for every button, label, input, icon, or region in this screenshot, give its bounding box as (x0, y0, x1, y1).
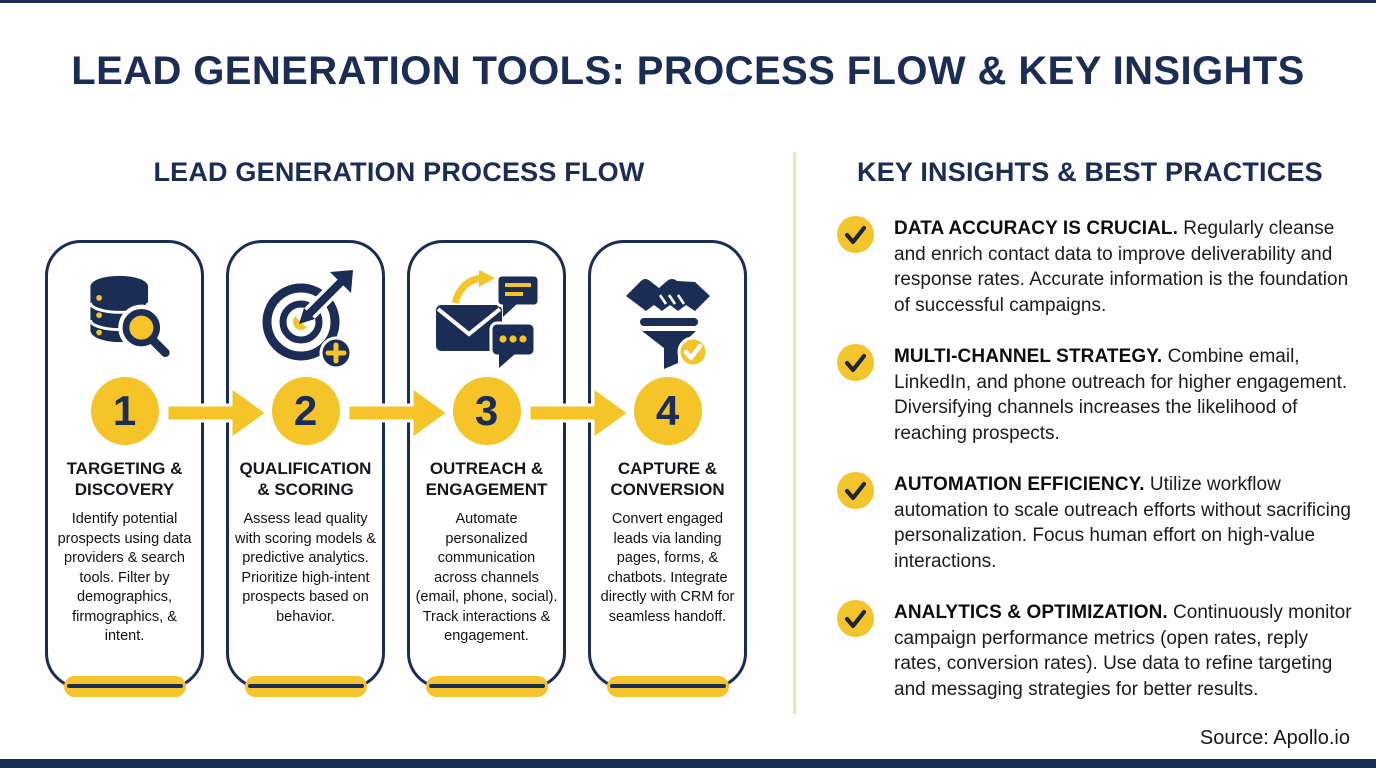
card-accent-bar (63, 676, 186, 697)
insights-heading: KEY INSIGHTS & BEST PRACTICES (857, 157, 1323, 187)
email-chat-icon (431, 267, 543, 373)
step-title: TARGETING & DISCOVERY (66, 459, 183, 499)
check-icon (837, 472, 874, 509)
flow-arrow-icon (348, 385, 450, 441)
process-steps-row: 1 TARGETING & DISCOVERY Identify potenti… (45, 240, 747, 697)
step-title: CAPTURE & CONVERSION (610, 459, 725, 499)
insight-text: AUTOMATION EFFICIENCY. Utilize workflow … (894, 472, 1352, 574)
flow-arrow-icon (529, 385, 631, 441)
insight-body: Regularly cleanse and enrich contact dat… (894, 218, 1349, 316)
step-number-badge: 3 (452, 377, 521, 445)
step-number-badge: 2 (271, 377, 340, 445)
step-description: Convert engaged leads via landing pages,… (600, 511, 735, 625)
insight-lead: DATA ACCURACY IS CRUCIAL. (894, 218, 1178, 239)
list-item: MULTI-CHANNEL STRATEGY. Combine email, L… (837, 344, 1357, 446)
step-description: Assess lead quality with scoring models … (234, 511, 377, 625)
step-number-badge: 4 (633, 377, 702, 445)
insight-body: Continuously monitor campaign performanc… (894, 602, 1352, 700)
database-search-icon (77, 267, 173, 373)
step-title: OUTREACH & ENGAGEMENT (425, 459, 548, 499)
step-card-capture-conversion: 4 CAPTURE & CONVERSION Convert engaged l… (588, 240, 747, 697)
list-item: ANALYTICS & OPTIMIZATION. Continuously m… (837, 600, 1357, 702)
step-title: QUALIFICATION & SCORING (239, 459, 372, 499)
check-icon (837, 216, 874, 253)
insight-text: MULTI-CHANNEL STRATEGY. Combine email, L… (894, 344, 1352, 446)
check-icon (837, 600, 874, 637)
flow-arrow-icon (167, 385, 269, 441)
step-card-qualification-scoring: 2 QUALIFICATION & SCORING Assess lead qu… (226, 240, 385, 697)
handshake-funnel-icon (618, 267, 718, 373)
card-accent-bar (425, 676, 548, 697)
insight-text: DATA ACCURACY IS CRUCIAL. Regularly clea… (894, 216, 1352, 318)
step-card-outreach-engagement: 3 OUTREACH & ENGAGEMENT Automate persona… (407, 240, 566, 697)
insight-lead: AUTOMATION EFFICIENCY. (894, 474, 1145, 495)
bottom-border-bar (0, 759, 1376, 768)
insight-lead: MULTI-CHANNEL STRATEGY. (894, 346, 1163, 367)
list-item: DATA ACCURACY IS CRUCIAL. Regularly clea… (837, 216, 1357, 318)
list-item: AUTOMATION EFFICIENCY. Utilize workflow … (837, 472, 1357, 574)
step-number-badge: 1 (90, 377, 159, 445)
process-flow-heading: LEAD GENERATION PROCESS FLOW (153, 157, 645, 187)
insight-body: Combine email, LinkedIn, and phone outre… (894, 346, 1348, 444)
insight-text: ANALYTICS & OPTIMIZATION. Continuously m… (894, 600, 1352, 702)
top-border-bar (0, 0, 1376, 3)
step-description: Identify potential prospects using data … (57, 511, 192, 644)
check-icon (837, 344, 874, 381)
source-attribution: Source: Apollo.io (1199, 727, 1350, 749)
page-title: LEAD GENERATION TOOLS: PROCESS FLOW & KE… (71, 49, 1305, 93)
card-accent-bar (244, 676, 367, 697)
insight-body: Utilize workflow automation to scale out… (894, 474, 1351, 572)
step-card-targeting-discovery: 1 TARGETING & DISCOVERY Identify potenti… (45, 240, 204, 697)
insight-lead: ANALYTICS & OPTIMIZATION. (894, 602, 1168, 623)
section-divider (793, 152, 796, 714)
step-description: Automate personalized communication acro… (415, 511, 558, 644)
card-accent-bar (606, 676, 729, 697)
insights-list: DATA ACCURACY IS CRUCIAL. Regularly clea… (837, 216, 1357, 702)
target-scoring-icon (256, 267, 356, 373)
